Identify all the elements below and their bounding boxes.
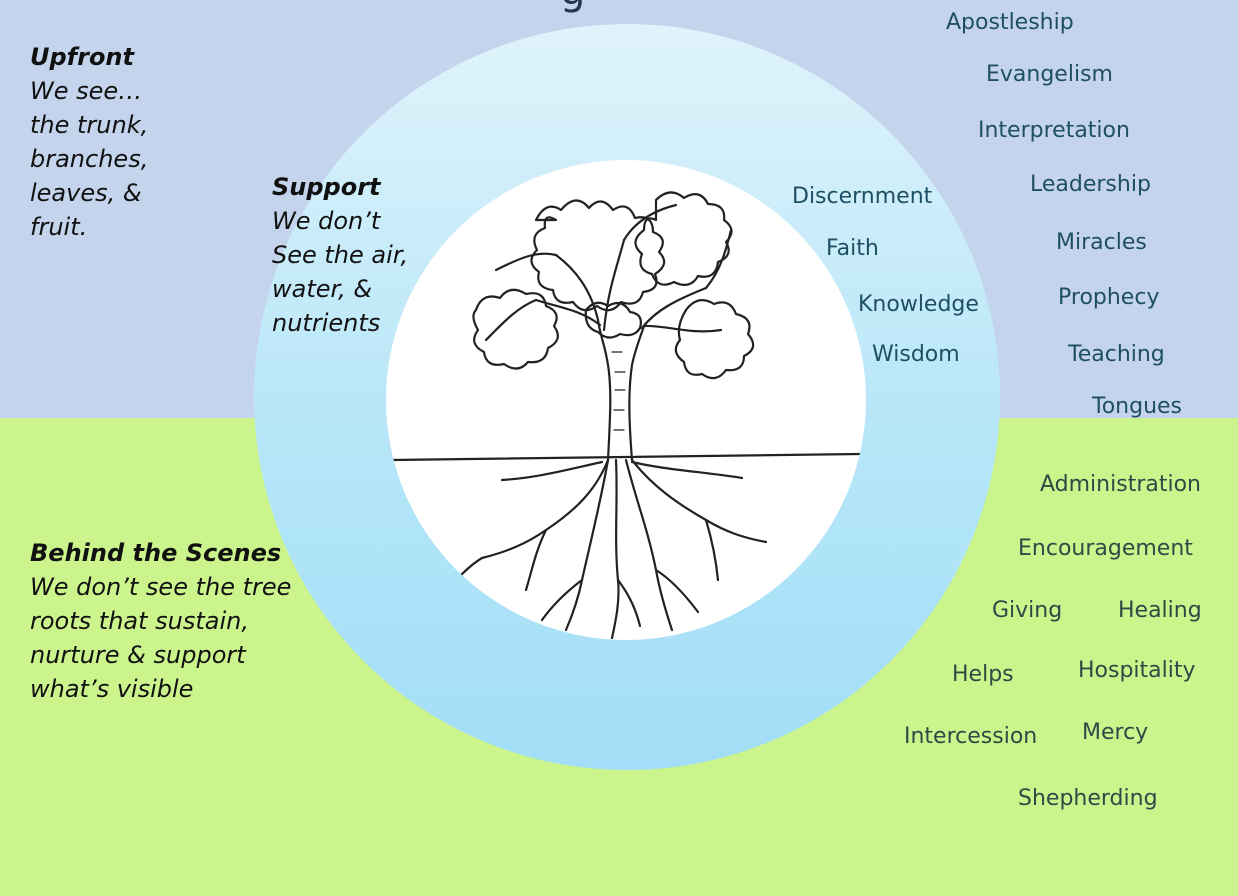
upfront-line: the trunk, xyxy=(30,111,149,139)
support-line: nutrients xyxy=(272,309,381,337)
gift-label: Faith xyxy=(826,236,879,261)
behind-heading: Behind the Scenes xyxy=(30,539,282,567)
support-line: We don’t xyxy=(272,207,381,235)
gift-label: Encouragement xyxy=(1018,536,1193,561)
support-caption: Support We don’t See the air, water, & n… xyxy=(272,170,408,340)
gift-label: Mercy xyxy=(1082,720,1149,745)
behind-line: We don’t see the tree xyxy=(30,573,292,601)
gift-label: Healing xyxy=(1118,598,1202,623)
gift-label: Prophecy xyxy=(1058,285,1160,310)
behind-line: what’s visible xyxy=(30,675,194,703)
gift-label: Giving xyxy=(992,598,1063,623)
gift-label: Leadership xyxy=(1030,172,1151,197)
behind-caption: Behind the Scenes We don’t see the tree … xyxy=(30,536,291,706)
upfront-caption: Upfront We see… the trunk, branches, lea… xyxy=(30,40,148,244)
gift-label: Administration xyxy=(1040,472,1201,497)
gift-label: Knowledge xyxy=(858,292,979,317)
support-line: See the air, xyxy=(272,241,409,269)
tree-illustration xyxy=(390,191,862,640)
upfront-line: leaves, & xyxy=(30,179,142,207)
gift-label: Hospitality xyxy=(1078,658,1196,683)
gift-label: Teaching xyxy=(1068,342,1165,367)
upfront-heading: Upfront xyxy=(30,43,134,71)
upfront-line: branches, xyxy=(30,145,149,173)
gift-label: Shepherding xyxy=(1018,786,1158,811)
support-heading: Support xyxy=(272,173,381,201)
gift-label: Apostleship xyxy=(946,10,1074,35)
behind-line: nurture & support xyxy=(30,641,246,669)
gift-label: Tongues xyxy=(1092,394,1183,419)
gift-label: Evangelism xyxy=(986,62,1113,87)
gift-label: Miracles xyxy=(1056,230,1147,255)
upfront-line: fruit. xyxy=(30,213,88,241)
title-fragment: g xyxy=(560,0,586,14)
gift-label: Interpretation xyxy=(978,118,1130,143)
behind-line: roots that sustain, xyxy=(30,607,249,635)
gift-label: Discernment xyxy=(792,184,933,209)
gift-label: Wisdom xyxy=(872,342,960,367)
gift-label: Intercession xyxy=(904,724,1038,749)
tree-circle xyxy=(386,160,866,640)
support-line: water, & xyxy=(272,275,373,303)
gift-label: Helps xyxy=(952,662,1014,687)
upfront-line: We see… xyxy=(30,77,143,105)
